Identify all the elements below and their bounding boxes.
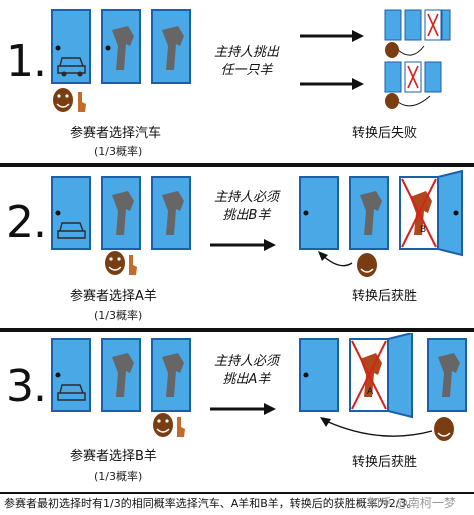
panel-1-graphics <box>51 9 451 112</box>
revealed-goat-b <box>399 169 463 257</box>
arrow-right <box>210 403 276 415</box>
door-goat-b <box>151 338 191 412</box>
arrow-outcome-2 <box>300 78 364 90</box>
probability-label: (1/3概率) <box>94 309 143 322</box>
player-choice-label: 参赛者选择汽车 <box>70 126 162 141</box>
footer-caption: 参赛者最初选择时有1/3的相同概率选择汽车、A羊和B羊，转换后的获胜概率为2/3… <box>4 497 418 510</box>
scenario-number: 3. <box>6 361 47 412</box>
arrow-outcome-1 <box>300 30 364 42</box>
separator <box>0 492 474 494</box>
player-choice-label: 参赛者选择B羊 <box>70 449 157 464</box>
outcome-2-doors <box>384 61 442 109</box>
switch-arrow <box>318 251 377 277</box>
panel-3-graphics <box>51 333 467 441</box>
scenario-panel-1: 1. <box>0 0 474 162</box>
separator <box>0 328 474 332</box>
panel-2-graphics <box>51 169 463 277</box>
result-label: 转换后获胜 <box>352 455 418 470</box>
result-door-car <box>299 338 339 412</box>
result-door-goat-b <box>427 338 467 412</box>
contestant-icon <box>105 251 137 275</box>
contestant-icon <box>153 413 185 437</box>
door-car <box>51 176 91 250</box>
watermark: 知乎 @南柯一梦 <box>368 496 456 510</box>
door-letter-b: B <box>420 225 427 235</box>
revealed-goat-a <box>349 333 413 419</box>
switch-arrow <box>320 417 454 441</box>
host-action-text: 主持人必须 挑出B羊 <box>214 190 280 223</box>
player-choice-label: 参赛者选择A羊 <box>70 289 157 304</box>
separator <box>0 163 474 167</box>
door-goat-a <box>101 338 141 412</box>
probability-label: (1/3概率) <box>94 470 143 483</box>
scenario-panel-2: 2. <box>0 169 474 327</box>
contestant-icon <box>53 88 86 112</box>
host-action-text: 主持人挑出 任一只羊 <box>214 45 280 78</box>
result-label: 转换后失败 <box>352 126 418 141</box>
door-car <box>51 9 91 84</box>
result-label: 转换后获胜 <box>352 289 418 304</box>
door-goat-a <box>101 176 141 250</box>
door-goat-b <box>151 176 191 250</box>
door-goat-a <box>101 9 141 84</box>
probability-label: (1/3概率) <box>94 145 143 158</box>
outcome-1-doors <box>384 9 451 58</box>
result-door-car <box>299 176 339 250</box>
host-action-text: 主持人必须 挑出A羊 <box>214 354 280 387</box>
scenario-number: 1. <box>6 36 47 87</box>
door-goat-b <box>151 9 191 84</box>
arrow-right <box>210 239 276 251</box>
door-car <box>51 338 91 412</box>
scenario-number: 2. <box>6 197 47 248</box>
result-door-goat-a <box>349 176 389 250</box>
door-letter-a: A <box>367 387 374 397</box>
scenario-panel-3: 3. <box>0 333 474 491</box>
